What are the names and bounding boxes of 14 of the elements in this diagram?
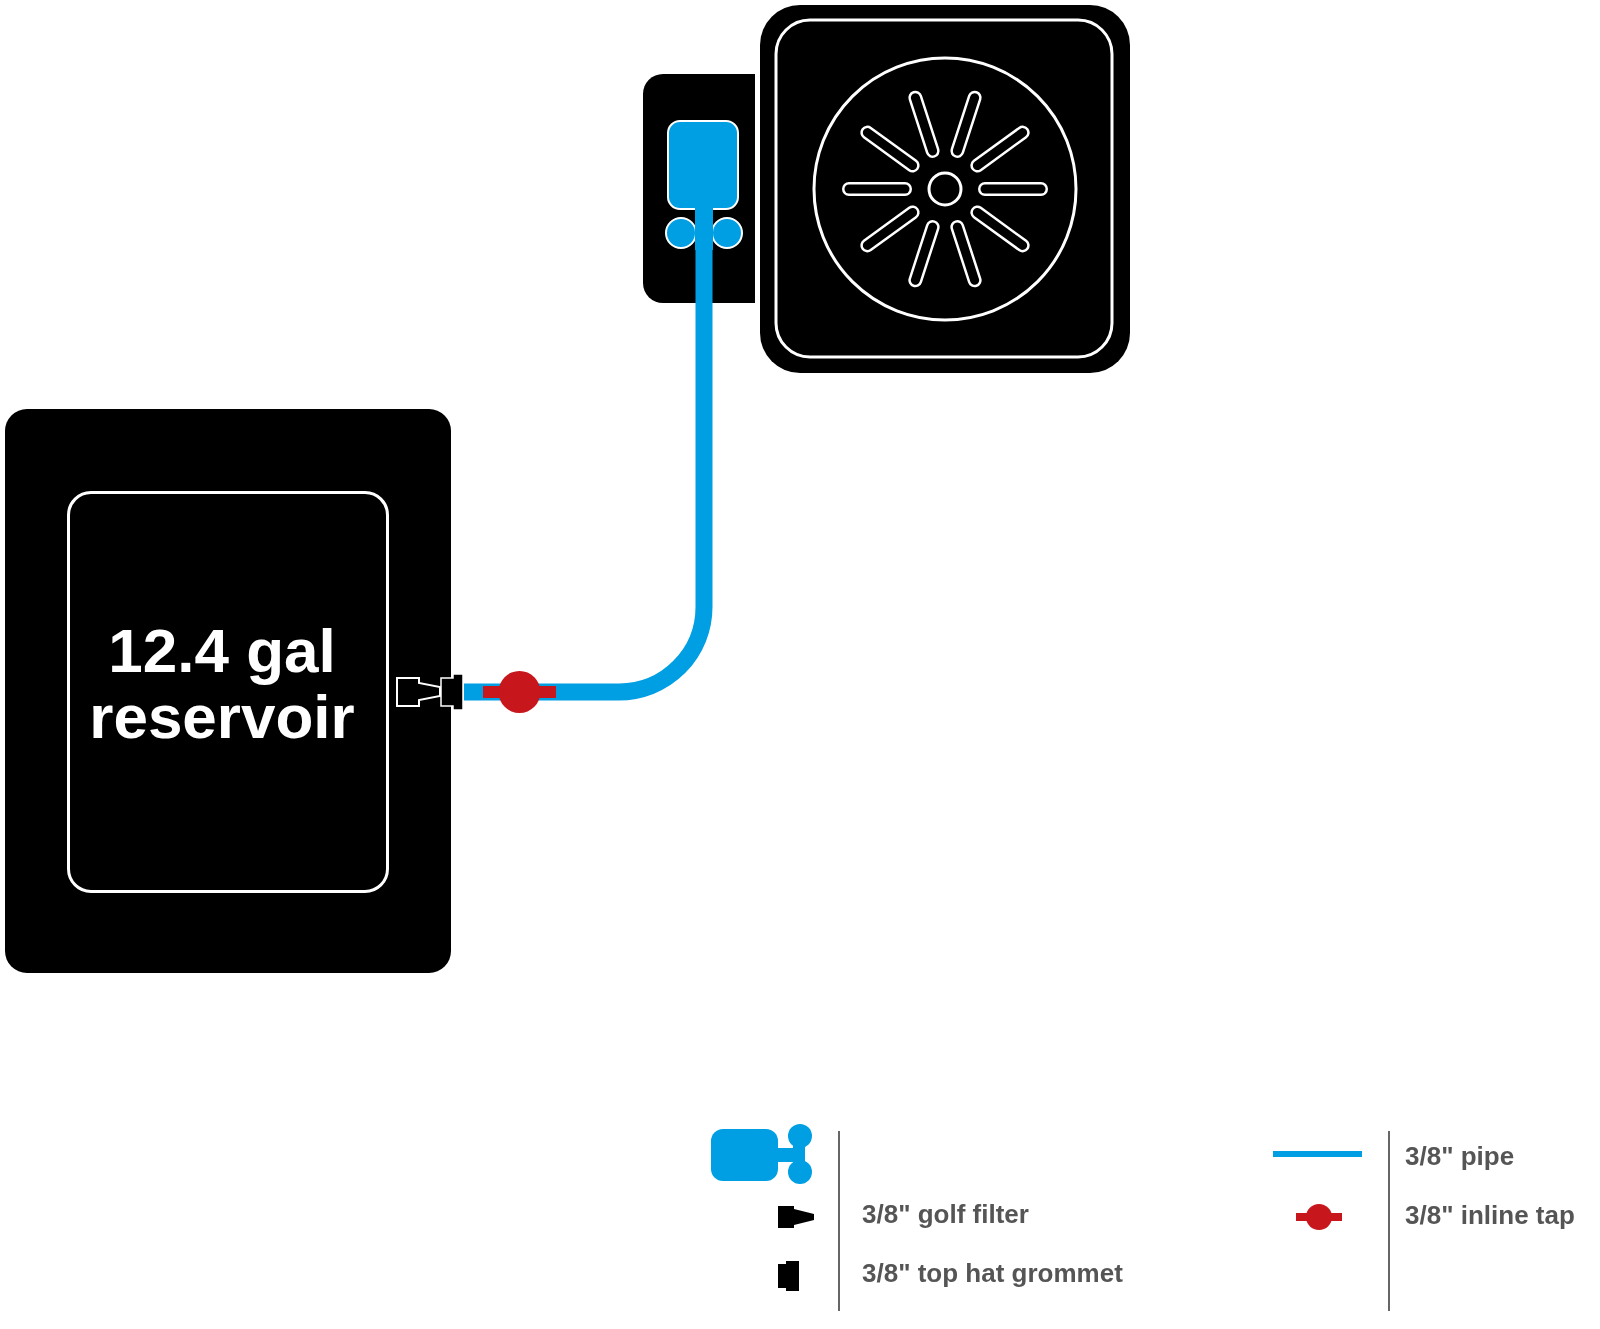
legend-text: 3/8" pipe [1405,1141,1515,1171]
pot-drawing [760,5,1130,373]
filter-icon [396,676,442,708]
grommet-icon [440,673,464,711]
tap-icon [483,671,556,713]
pipe-line [464,683,483,701]
pipe-line [556,250,713,701]
valve-housing [643,74,755,303]
reservoir-label: 12.4 gal reservoir [88,618,356,750]
legend-text: 3/8" inline tap [1405,1200,1575,1230]
legend-text: 3/8" golf filter [862,1199,1029,1229]
legend-text: 3/8" top hat grommet [862,1258,1123,1288]
valve-icon [663,118,745,250]
reservoir-tank [5,409,451,973]
